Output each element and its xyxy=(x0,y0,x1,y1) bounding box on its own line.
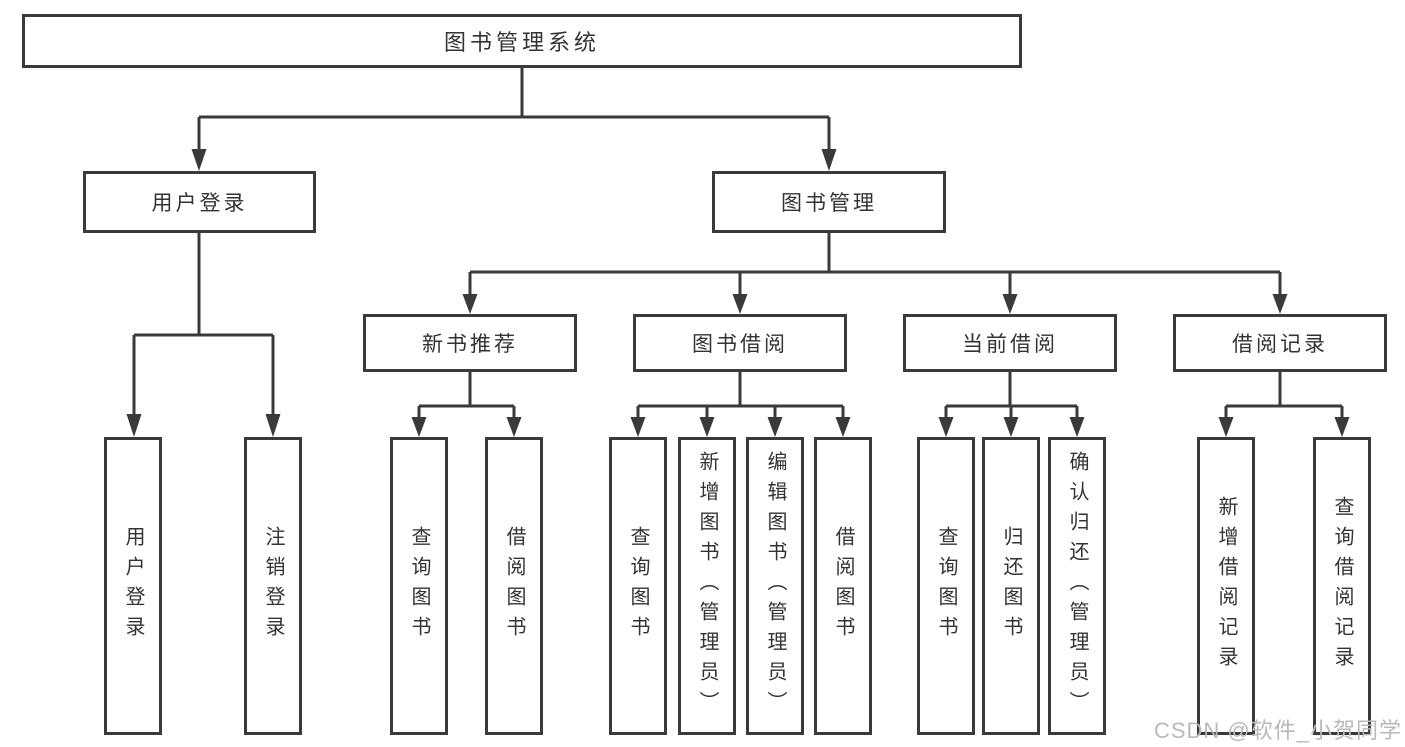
node-root: 图书管理系统 xyxy=(22,14,1022,68)
leaf-records-query-label: 查询借阅记录 xyxy=(1331,496,1353,676)
leaf-borrow-edit-admin-label: 编辑图书（管理员） xyxy=(764,451,786,721)
leaf-logout: 注销登录 xyxy=(244,437,302,735)
leaf-current-query-label: 查询图书 xyxy=(935,526,957,646)
leaf-records-add-label: 新增借阅记录 xyxy=(1215,496,1237,676)
leaf-current-return: 归还图书 xyxy=(982,437,1040,735)
arrowhead xyxy=(506,417,522,437)
node-user-login-label: 用户登录 xyxy=(151,192,248,215)
arrowhead xyxy=(1272,294,1288,314)
leaf-current-confirm-return-admin: 确认归还（管理员） xyxy=(1048,437,1106,735)
node-book-borrow-label: 图书借阅 xyxy=(692,333,788,356)
connector-root xyxy=(197,68,831,151)
node-user-login: 用户登录 xyxy=(83,171,316,233)
arrowhead xyxy=(1069,417,1085,437)
node-book-borrow: 图书借阅 xyxy=(633,314,847,372)
arrowhead xyxy=(1003,417,1019,437)
node-root-label: 图书管理系统 xyxy=(443,30,600,55)
arrowhead xyxy=(630,417,646,437)
leaf-records-query: 查询借阅记录 xyxy=(1313,437,1371,735)
connector-borrow-records xyxy=(1224,372,1344,419)
leaf-newbook-borrow: 借阅图书 xyxy=(485,437,543,735)
leaf-logout-label: 注销登录 xyxy=(262,526,284,646)
connector-current-borrow xyxy=(944,372,1079,419)
node-new-book-recommend: 新书推荐 xyxy=(363,314,577,372)
leaf-borrow-add-admin-label: 新增图书（管理员） xyxy=(696,451,718,721)
arrowhead xyxy=(699,417,715,437)
leaf-newbook-borrow-label: 借阅图书 xyxy=(503,526,525,646)
connector-book-borrow xyxy=(636,372,845,419)
node-borrow-records-label: 借阅记录 xyxy=(1232,333,1328,356)
arrowheads xyxy=(126,149,1350,437)
node-book-management: 图书管理 xyxy=(712,171,946,233)
arrowhead xyxy=(1334,417,1350,437)
arrowhead xyxy=(191,149,207,171)
leaf-login: 用户登录 xyxy=(104,437,162,735)
leaf-login-label: 用户登录 xyxy=(122,526,144,646)
arrowhead xyxy=(767,417,783,437)
node-current-borrow: 当前借阅 xyxy=(903,314,1117,372)
arrowhead xyxy=(1002,294,1018,314)
arrowhead xyxy=(835,417,851,437)
leaf-current-return-label: 归还图书 xyxy=(1000,526,1022,646)
arrowhead xyxy=(821,149,837,171)
watermark: CSDN @软件_小贺同学 xyxy=(1153,718,1402,743)
node-borrow-records: 借阅记录 xyxy=(1173,314,1387,372)
connector-user-login xyxy=(132,233,275,416)
leaf-borrow-edit-admin: 编辑图书（管理员） xyxy=(746,437,804,735)
arrowhead xyxy=(126,414,142,437)
arrowhead xyxy=(732,294,748,314)
leaf-borrow-add-admin: 新增图书（管理员） xyxy=(678,437,736,735)
connector-new-book xyxy=(417,372,516,419)
leaf-borrow-borrow-label: 借阅图书 xyxy=(832,526,854,646)
leaf-records-add: 新增借阅记录 xyxy=(1197,437,1255,735)
leaf-newbook-query: 查询图书 xyxy=(390,437,448,735)
arrowhead xyxy=(1218,417,1234,437)
leaf-current-confirm-return-admin-label: 确认归还（管理员） xyxy=(1066,451,1088,721)
arrowhead xyxy=(265,414,281,437)
leaf-borrow-query: 查询图书 xyxy=(609,437,667,735)
node-book-management-label: 图书管理 xyxy=(781,192,877,215)
leaf-current-query: 查询图书 xyxy=(917,437,975,735)
arrowhead xyxy=(411,417,427,437)
arrowhead xyxy=(462,294,478,314)
node-new-book-recommend-label: 新书推荐 xyxy=(422,333,518,356)
leaf-borrow-query-label: 查询图书 xyxy=(627,526,649,646)
node-current-borrow-label: 当前借阅 xyxy=(962,333,1058,356)
leaf-borrow-borrow: 借阅图书 xyxy=(814,437,872,735)
arrowhead xyxy=(938,417,954,437)
connector-book-management xyxy=(468,233,1282,296)
leaf-newbook-query-label: 查询图书 xyxy=(408,526,430,646)
